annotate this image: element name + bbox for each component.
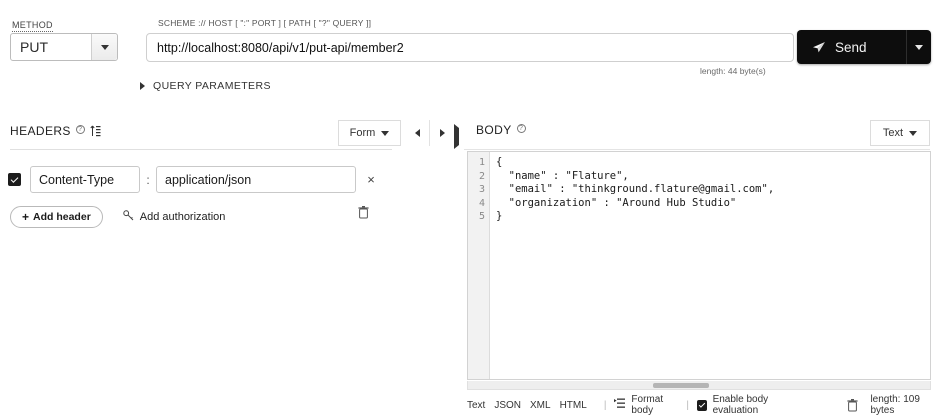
check-icon <box>10 174 19 183</box>
header-value-value: application/json <box>165 172 252 187</box>
body-format-dropdown[interactable]: Text <box>870 120 930 146</box>
format-tab-xml[interactable]: XML <box>530 399 551 411</box>
panel-collapse-controls <box>405 118 455 148</box>
check-icon <box>698 401 705 408</box>
send-divider <box>906 30 907 64</box>
chevron-down-icon <box>909 130 918 136</box>
panel-separator <box>429 120 430 146</box>
query-parameters-toggle[interactable]: QUERY PARAMETERS <box>140 80 271 92</box>
headers-mode-label: Form <box>349 127 376 139</box>
format-body-button[interactable]: Format body <box>614 394 678 416</box>
format-body-label: Format body <box>631 394 664 416</box>
editor-gutter: 1 2 3 4 5 <box>468 152 490 379</box>
send-button[interactable]: Send <box>797 30 931 64</box>
headers-mode-dropdown[interactable]: Form <box>338 120 401 146</box>
body-collapse-toggle[interactable] <box>454 124 459 149</box>
body-title-label: BODY <box>476 123 512 137</box>
headers-panel: HEADERS ? Form Content-Type : <box>0 118 405 238</box>
header-enabled-checkbox[interactable] <box>8 173 21 186</box>
url-hint-label: SCHEME :// HOST [ ":" PORT ] [ PATH [ "?… <box>158 18 372 28</box>
delete-headers-button[interactable] <box>358 206 369 224</box>
chevron-down-icon <box>915 44 923 50</box>
method-select[interactable]: PUT <box>10 33 118 61</box>
query-parameters-label: QUERY PARAMETERS <box>153 80 271 92</box>
add-header-button[interactable]: + Add header <box>10 206 103 228</box>
footer-separator: | <box>603 399 607 411</box>
header-row: Content-Type : application/json × <box>8 166 386 193</box>
body-content[interactable]: { "name" : "Flature", "email" : "thinkgr… <box>496 156 775 222</box>
line-number: 4 <box>478 197 485 209</box>
footer-separator: | <box>686 399 689 411</box>
method-label: METHOD <box>12 20 53 32</box>
header-value-input[interactable]: application/json <box>156 166 356 193</box>
body-length-label: length: 109 bytes <box>870 394 920 416</box>
chevron-left-icon <box>414 129 420 137</box>
send-dropdown-button[interactable] <box>907 44 931 50</box>
body-format-label: Text <box>882 127 904 139</box>
format-tab-json[interactable]: JSON <box>494 399 522 411</box>
line-number: 1 <box>478 157 485 168</box>
line-number: 2 <box>478 170 485 182</box>
header-key-input[interactable]: Content-Type <box>30 166 140 193</box>
collapse-right-button[interactable] <box>430 120 454 146</box>
add-authorization-label: Add authorization <box>139 211 226 223</box>
clear-body-button[interactable] <box>847 398 859 412</box>
sort-icon[interactable] <box>90 125 101 137</box>
paper-plane-icon <box>813 41 826 54</box>
format-body-icon <box>614 398 626 412</box>
chevron-down-icon <box>100 44 109 50</box>
header-key-value: Content-Type <box>39 172 115 187</box>
header-separator: : <box>146 172 150 187</box>
info-icon[interactable]: ? <box>516 124 526 133</box>
chevron-down-icon <box>381 130 390 136</box>
chevron-right-icon <box>454 124 459 149</box>
line-number: 5 <box>478 211 485 222</box>
body-divider <box>464 149 930 150</box>
send-button-label: Send <box>835 39 867 55</box>
collapse-left-button[interactable] <box>405 120 429 146</box>
remove-header-button[interactable]: × <box>367 172 375 187</box>
add-header-label: Add header <box>33 211 91 223</box>
format-tab-text[interactable]: Text <box>467 399 486 411</box>
body-editor[interactable]: 1 2 3 4 5 { "name" : "Flature", "email" … <box>467 151 931 380</box>
info-icon[interactable]: ? <box>75 125 85 134</box>
headers-title-label: HEADERS <box>10 124 71 138</box>
chevron-right-icon <box>439 129 445 137</box>
method-dropdown-button[interactable] <box>91 34 117 60</box>
chevron-right-icon <box>140 82 145 90</box>
plus-icon: + <box>22 210 30 224</box>
headers-divider <box>10 149 392 150</box>
scrollbar-thumb[interactable] <box>653 383 709 388</box>
body-title: BODY ? <box>476 123 526 137</box>
url-value: http://localhost:8080/api/v1/put-api/mem… <box>157 40 404 55</box>
enable-body-evaluation-label: Enable body evaluation <box>712 394 769 416</box>
headers-title: HEADERS ? <box>10 124 101 138</box>
url-input[interactable]: http://localhost:8080/api/v1/put-api/mem… <box>146 33 794 62</box>
method-value: PUT <box>20 39 48 55</box>
url-length-label: length: 44 byte(s) <box>700 66 766 76</box>
body-footer: Text JSON XML HTML | Format body | Enabl… <box>467 394 937 416</box>
key-icon <box>123 210 134 224</box>
line-number: 3 <box>478 184 485 195</box>
add-authorization-button[interactable]: Add authorization <box>123 210 226 224</box>
headers-actions: + Add header Add authorization <box>10 206 225 228</box>
format-tab-html[interactable]: HTML <box>559 399 587 411</box>
body-panel: BODY ? Text 1 2 3 4 5 { "name" : "Flatur… <box>440 118 939 420</box>
editor-horizontal-scrollbar[interactable] <box>467 381 931 390</box>
enable-body-evaluation-checkbox[interactable] <box>696 399 707 411</box>
